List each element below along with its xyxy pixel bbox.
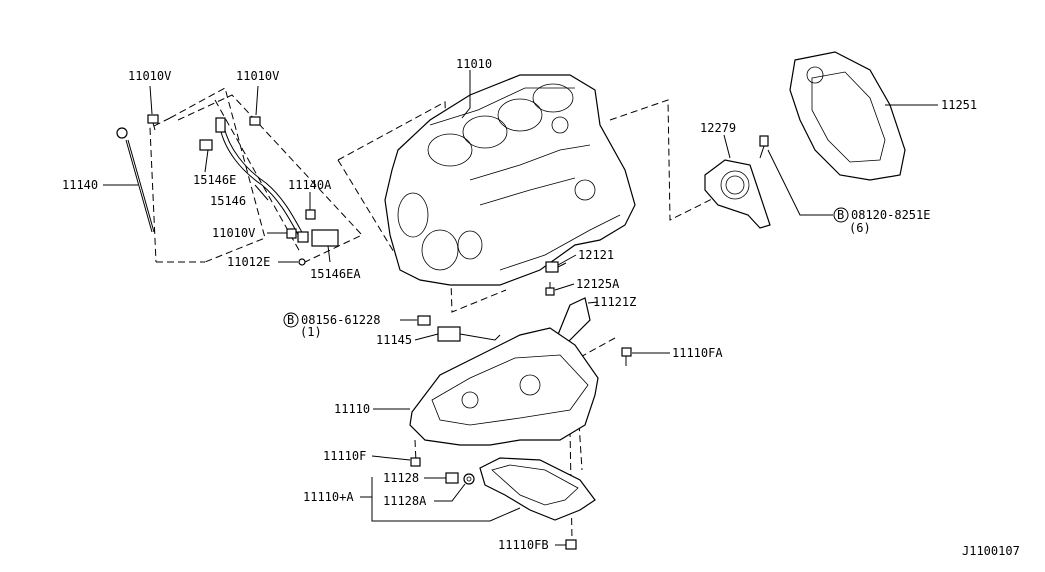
label-08156-qty: (1) — [300, 325, 322, 339]
label-12121: 12121 — [578, 248, 614, 262]
svg-text:B: B — [287, 313, 294, 327]
diagram-code: J1100107 — [962, 544, 1020, 558]
bolt-11110fb[interactable] — [565, 539, 577, 550]
label-12125a: 12125A — [576, 277, 620, 291]
label-11251: 11251 — [941, 98, 977, 112]
rear-plate-gasket[interactable] — [789, 51, 906, 181]
drain-plug-11128[interactable] — [445, 472, 459, 484]
oil-pan-lower[interactable] — [479, 457, 596, 521]
label-11010v-c: 11010V — [212, 226, 255, 240]
label-11110fb: 11110FB — [498, 538, 549, 552]
sensor-12121[interactable] — [545, 261, 567, 273]
bolt-11010v-right[interactable] — [249, 116, 261, 126]
label-11110f: 11110F — [323, 449, 366, 463]
bolt-11010v-left[interactable] — [147, 114, 159, 131]
bolt-08156[interactable] — [417, 315, 431, 326]
pan-bolt-guide — [414, 439, 417, 463]
label-12279: 12279 — [700, 121, 736, 135]
bolt-11010v-lower[interactable] — [286, 228, 297, 239]
label-11110a: 11110+A — [303, 490, 354, 504]
rear-oil-seal-retainer[interactable] — [704, 159, 771, 229]
label-11140: 11140 — [62, 178, 98, 192]
oil-level-gauge[interactable] — [116, 127, 155, 233]
label-08156: 08156-61228 — [301, 313, 380, 327]
label-11010v-a: 11010V — [128, 69, 171, 83]
rear-seal-group-outline — [609, 99, 751, 221]
label-08120-qty: (6) — [849, 221, 871, 235]
washer-11128a[interactable] — [463, 473, 475, 485]
bolt-12125a[interactable] — [545, 282, 555, 296]
label-11140a: 11140A — [288, 178, 332, 192]
label-11121z: 11121Z — [593, 295, 636, 309]
baffle-tube-11145[interactable] — [437, 326, 501, 342]
bolt-symbol-08156: B — [283, 312, 299, 328]
label-11012e: 11012E — [227, 255, 270, 269]
label-15146: 15146 — [210, 194, 246, 208]
leader-lines — [103, 70, 938, 546]
gauge-tube-group-outline — [177, 94, 363, 263]
bolt-11140a[interactable] — [305, 209, 316, 220]
svg-text:B: B — [837, 208, 844, 222]
label-11010v-b: 11010V — [236, 69, 279, 83]
gauge-guide-tube[interactable] — [199, 117, 339, 247]
label-15146ea: 15146EA — [310, 267, 361, 281]
label-11110: 11110 — [334, 402, 370, 416]
bolt-symbol-08120: B — [833, 207, 849, 223]
label-11010: 11010 — [456, 57, 492, 71]
label-15146e: 15146E — [193, 173, 236, 187]
label-11128: 11128 — [383, 471, 419, 485]
retainer-bolt[interactable] — [759, 135, 769, 159]
o-ring-11012e[interactable] — [298, 258, 306, 266]
bolt-11110f[interactable] — [410, 457, 421, 467]
label-08120: 08120-8251E — [851, 208, 930, 222]
bolt-11110fa[interactable] — [621, 347, 632, 366]
dipstick-group-outline — [149, 87, 266, 263]
label-11128a: 11128A — [383, 494, 427, 508]
label-11110fa: 11110FA — [672, 346, 723, 360]
oil-pan-upper[interactable] — [409, 327, 599, 446]
block-outline-edge — [337, 159, 401, 263]
cylinder-block[interactable] — [384, 74, 636, 286]
label-11145: 11145 — [376, 333, 412, 347]
